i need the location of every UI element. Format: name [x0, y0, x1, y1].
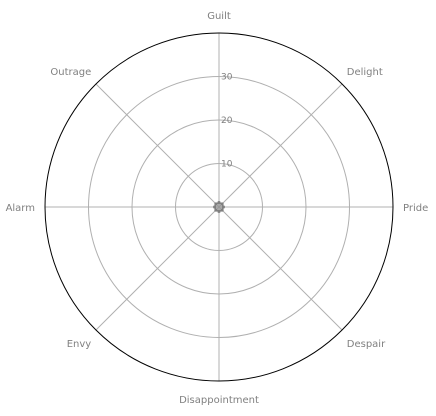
series-point [221, 205, 225, 209]
axis-label-despair: Despair [347, 339, 386, 350]
axis-label-pride: Pride [403, 203, 428, 214]
axis-label-disappointment: Disappointment [179, 395, 259, 406]
outer-frame [44, 32, 394, 382]
series-point [217, 209, 221, 213]
axis-label-envy: Envy [67, 339, 92, 350]
radial-tick-label: 30 [221, 73, 233, 83]
series-point [214, 208, 218, 212]
axis-label-guilt: Guilt [207, 11, 231, 22]
grid-spoke [218, 206, 343, 331]
series-point [213, 205, 217, 209]
grid-spoke [95, 83, 220, 208]
axis-label-delight: Delight [347, 67, 383, 78]
axis-label-alarm: Alarm [6, 203, 35, 214]
axis-label-outrage: Outrage [50, 67, 91, 78]
grid-spoke [218, 83, 343, 208]
series-point [217, 201, 221, 205]
radial-tick-label: 20 [221, 116, 233, 126]
series-point [220, 208, 224, 212]
grid-spoke [95, 206, 220, 331]
series-point [214, 202, 218, 206]
radial-tick-label: 10 [221, 160, 233, 170]
series-point [220, 202, 224, 206]
